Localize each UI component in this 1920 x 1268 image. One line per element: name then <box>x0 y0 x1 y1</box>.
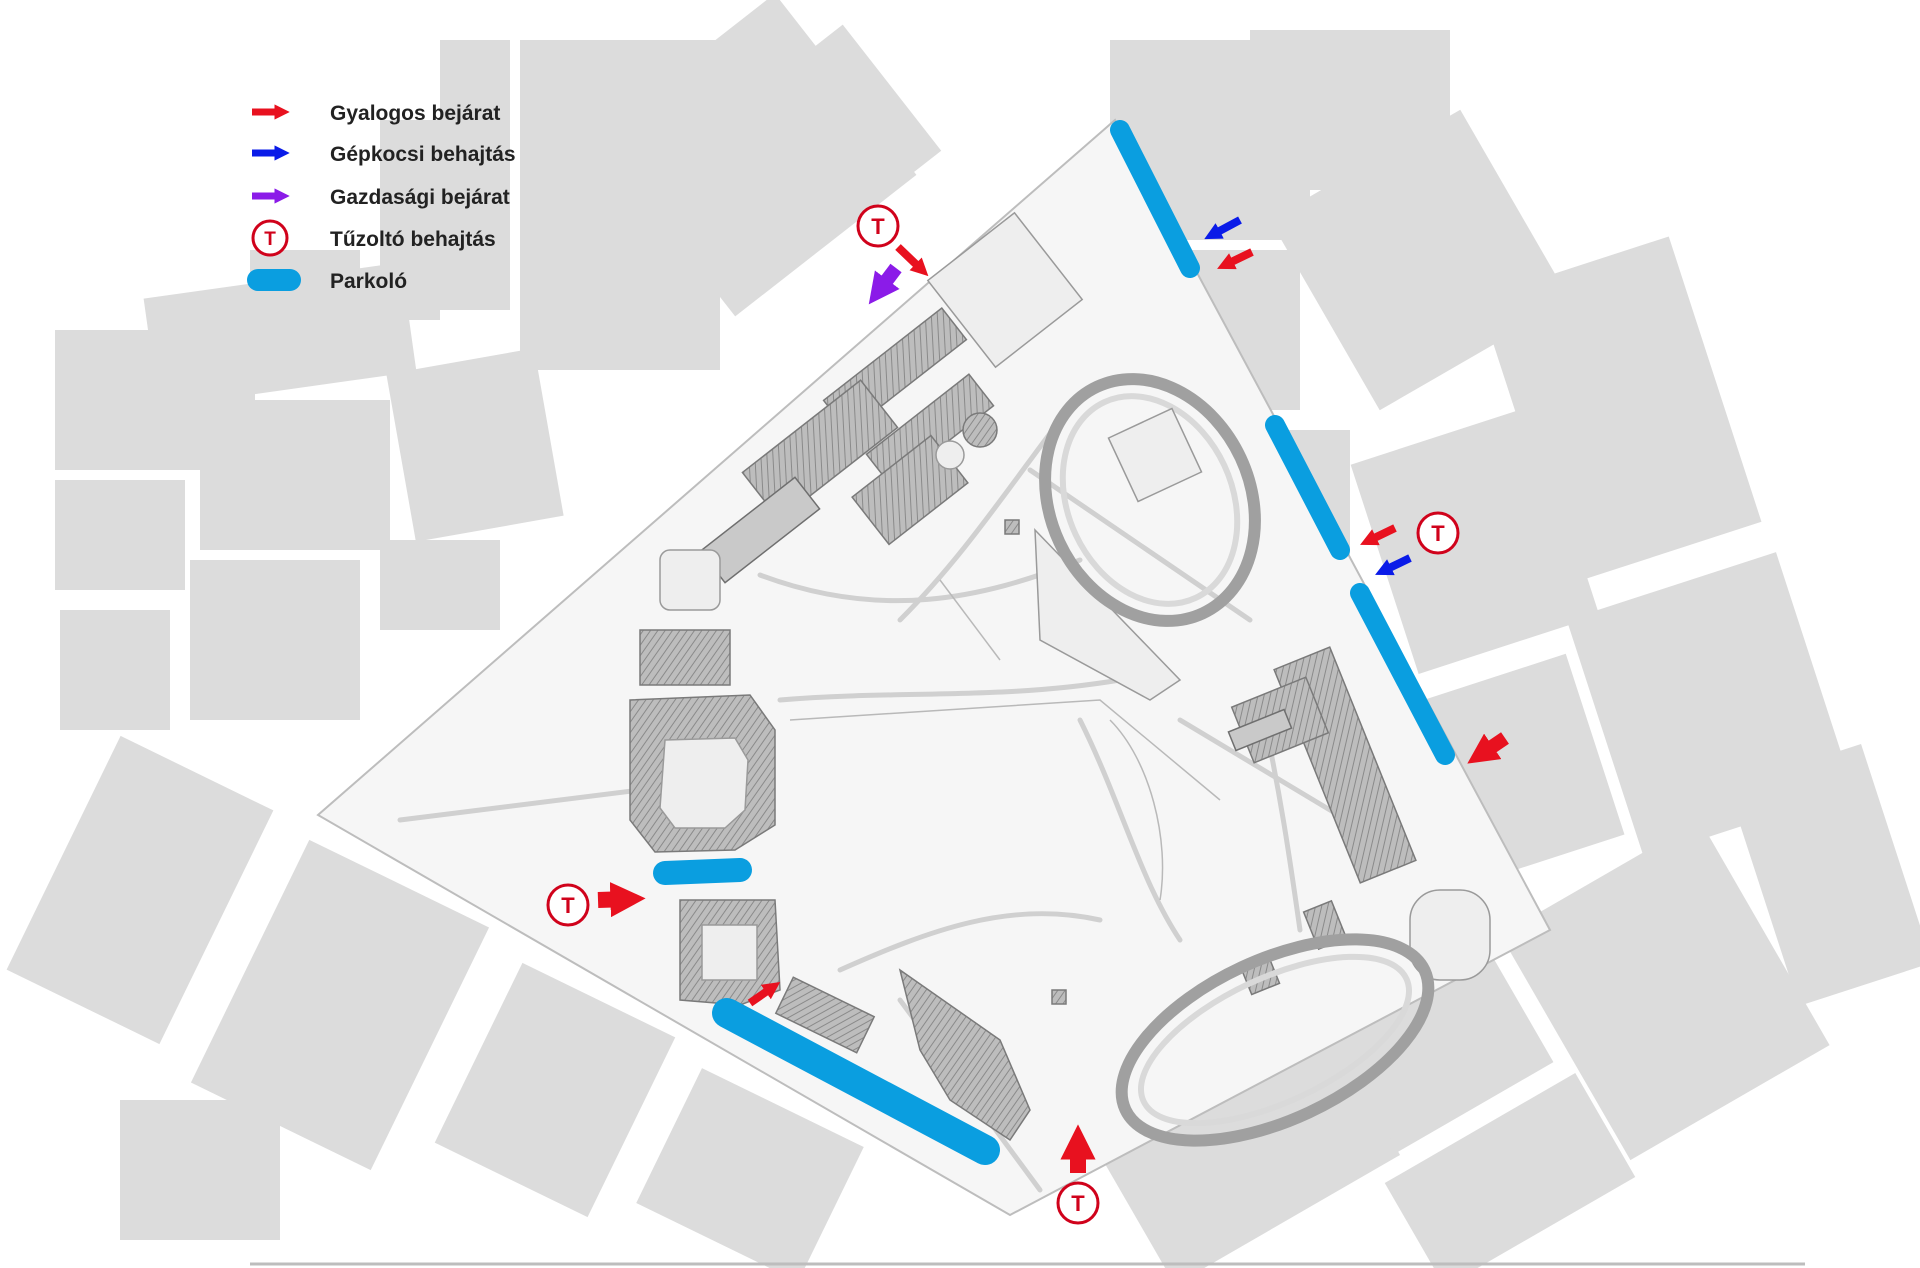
parking-zone-east-2 <box>1350 583 1455 765</box>
legend-label: Gépkocsi behajtás <box>330 143 516 166</box>
pedestrian-entrance-arrow <box>1467 732 1509 764</box>
access-arrows <box>597 216 1509 1173</box>
fire-access-icon: T <box>251 219 289 257</box>
legend-label: Gyalogos bejárat <box>330 102 500 125</box>
svg-text:T: T <box>871 214 885 239</box>
parking-zone-west <box>653 858 752 885</box>
legend-label: Tűzoltó behajtás <box>330 228 496 251</box>
service-entrance-arrow <box>868 263 902 305</box>
pedestrian-entrance-arrow <box>895 244 929 277</box>
pedestrian-entrance-arrow <box>597 881 646 918</box>
legend-item-pedestrian: Gyalogos bejárat <box>252 102 500 125</box>
legend-item-parking: Parkoló <box>247 269 407 293</box>
vehicle-entrance-arrow <box>1375 554 1412 576</box>
fire-access-marker: T <box>546 883 590 927</box>
fire-access-markers: T T T T <box>546 204 1460 1225</box>
campus-buildings <box>629 211 1491 1142</box>
parking-zone-ne <box>1110 120 1200 278</box>
svg-text:T: T <box>1071 1191 1085 1216</box>
map-legend: Gyalogos bejárat Gépkocsi behajtás Gazda… <box>247 102 516 293</box>
fire-access-marker: T <box>856 204 900 248</box>
pedestrian-entrance-arrow <box>1360 524 1397 546</box>
legend-item-vehicle: Gépkocsi behajtás <box>252 143 516 166</box>
running-track-upper <box>1039 373 1261 627</box>
fire-access-marker: T <box>1416 511 1460 555</box>
legend-label: Gazdasági bejárat <box>330 186 510 209</box>
parking-zones <box>653 120 1455 1165</box>
legend-label: Parkoló <box>330 270 407 293</box>
pedestrian-entrance-arrow <box>1217 248 1254 270</box>
fire-access-marker: T <box>1056 1181 1100 1225</box>
svg-text:T: T <box>264 229 276 250</box>
pedestrian-entrance-arrow <box>747 981 781 1007</box>
svg-text:T: T <box>1431 521 1445 546</box>
legend-item-service: Gazdasági bejárat <box>252 186 510 209</box>
parking-zone-south <box>712 998 1000 1165</box>
vehicle-entrance-arrow <box>1204 216 1242 240</box>
running-track-lower <box>1115 933 1435 1147</box>
legend-item-fire: T Tűzoltó behajtás <box>251 219 496 257</box>
svg-text:T: T <box>561 893 575 918</box>
surrounding-city-blocks <box>6 0 1920 1268</box>
parking-zone-east-1 <box>1265 415 1350 560</box>
